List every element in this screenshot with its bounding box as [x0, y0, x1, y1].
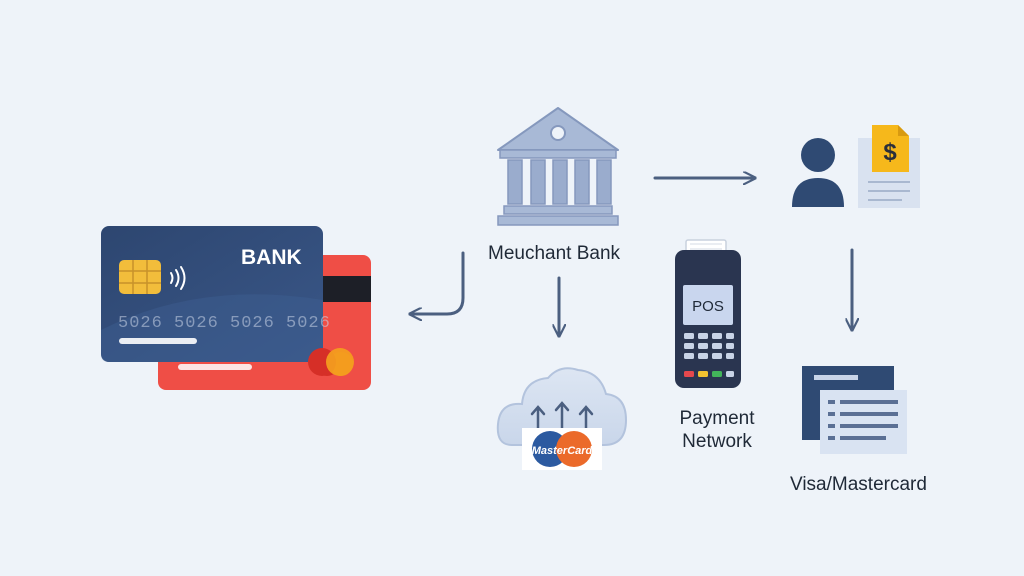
visa-mastercard-label: Visa/Mastercard	[790, 474, 927, 495]
card-number: 5026 5026 5026 5026	[118, 314, 331, 333]
upload-arrows-icon	[530, 401, 594, 432]
card-brand: BANK	[241, 246, 302, 269]
front-card: BANK 5026 5026 5026 5026	[101, 226, 354, 376]
arrow-bank-to-card	[408, 251, 465, 314]
contactless-icon	[170, 266, 186, 290]
dollar-icon: $	[883, 139, 897, 166]
pos-screen-text: POS	[692, 298, 724, 315]
pos-terminal-icon: POS	[675, 239, 741, 388]
bank-building-icon	[497, 107, 619, 226]
mastercard-logo: MasterCard	[522, 428, 602, 470]
merchant-bank-label: Meuchant Bank	[488, 243, 621, 264]
statement-documents-icon	[802, 366, 907, 454]
svg-text:MasterCard: MasterCard	[532, 445, 593, 457]
customer-icon	[792, 138, 844, 207]
payment-network-label: Payment Network	[679, 408, 755, 452]
chip-icon	[119, 260, 161, 294]
keypad	[684, 333, 734, 377]
credit-cards-icon: BANK 5026 5026 5026 5026	[101, 226, 371, 390]
cloud-icon: MasterCard	[496, 367, 628, 470]
invoice-icon: $	[858, 125, 920, 208]
